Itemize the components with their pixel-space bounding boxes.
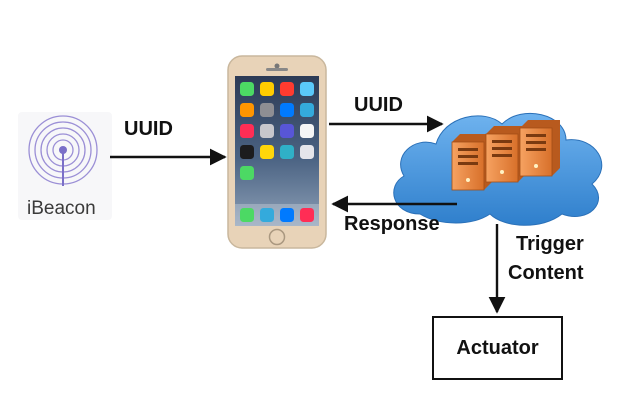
app-icon	[300, 124, 314, 138]
app-icon	[300, 82, 314, 96]
app-icon	[240, 82, 254, 96]
edge-label-phone-uuid: UUID	[354, 94, 403, 116]
server-rack-icon	[451, 120, 560, 191]
app-icon	[280, 124, 294, 138]
smartphone-icon	[227, 55, 327, 249]
app-icon	[300, 103, 314, 117]
app-icon	[260, 82, 274, 96]
server-tower-icon	[485, 126, 526, 183]
app-icon	[300, 145, 314, 159]
app-icon	[280, 145, 294, 159]
server-tower-icon	[451, 134, 492, 191]
edge-label-content: Content	[508, 262, 584, 284]
app-icon	[260, 145, 274, 159]
app-icon	[280, 82, 294, 96]
dock-app-icon	[280, 208, 294, 222]
app-icon	[260, 103, 274, 117]
actuator-box	[432, 316, 563, 380]
dock-apps	[240, 208, 314, 222]
cloud-server-icon	[393, 113, 603, 226]
ibeacon-label: iBeacon	[27, 198, 96, 219]
app-grid	[240, 82, 314, 180]
app-icon	[260, 124, 274, 138]
edge-label-response: Response	[344, 213, 440, 235]
edge-label-trigger: Trigger	[516, 233, 584, 255]
dock-app-icon	[300, 208, 314, 222]
app-icon	[240, 166, 254, 180]
actuator-label: Actuator	[456, 337, 539, 359]
server-tower-icon	[519, 120, 560, 177]
ibeacon-icon	[18, 112, 112, 220]
app-icon	[280, 103, 294, 117]
dock-app-icon	[260, 208, 274, 222]
edge-label-beacon-uuid: UUID	[124, 118, 173, 140]
app-icon	[240, 103, 254, 117]
app-icon	[240, 145, 254, 159]
app-icon	[240, 124, 254, 138]
dock-app-icon	[240, 208, 254, 222]
